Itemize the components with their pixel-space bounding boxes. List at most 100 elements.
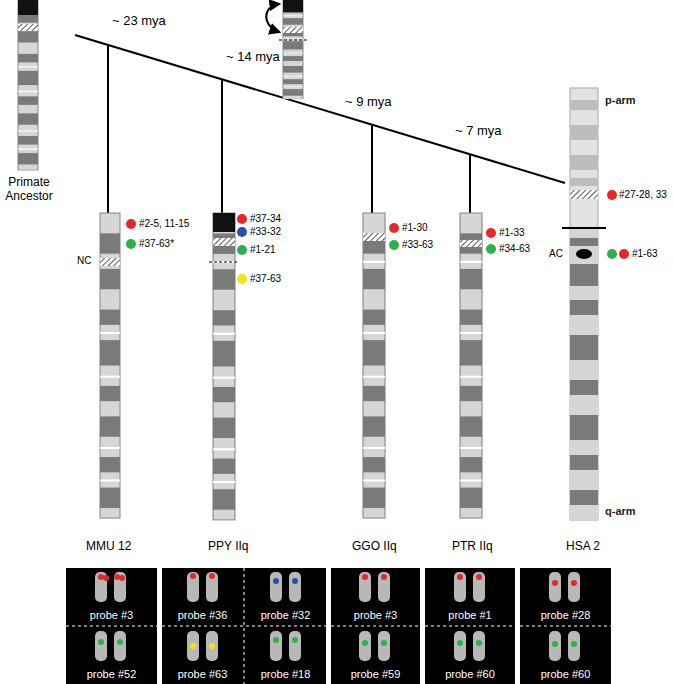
fish-panel: probe #32 <box>245 568 326 625</box>
art-circle <box>237 274 247 284</box>
art-rect <box>570 264 598 286</box>
art-use <box>460 213 482 518</box>
art-use <box>549 572 580 602</box>
art-rect <box>66 568 157 684</box>
art-line <box>244 568 245 684</box>
art-rect <box>213 238 235 246</box>
art-use <box>187 572 218 602</box>
fish-panel: probe #3 <box>66 568 157 625</box>
art-rect <box>460 240 482 247</box>
art-rect <box>570 155 598 170</box>
art-rect <box>570 455 598 470</box>
art-circle <box>119 575 125 581</box>
art-circle <box>209 573 215 579</box>
art-circle <box>457 574 463 580</box>
probe-range: #1-30 <box>402 222 428 234</box>
art-circle <box>98 639 104 645</box>
time-label: ~ 9 mya <box>345 95 392 110</box>
art-circle <box>389 223 399 233</box>
art-rect <box>18 24 38 31</box>
art-circle <box>476 640 482 646</box>
art-line <box>279 39 307 40</box>
art-rect <box>570 415 598 440</box>
art-rect <box>570 178 598 186</box>
art-rect <box>570 125 598 140</box>
ggo-chromosome <box>363 213 399 518</box>
art-use <box>283 0 303 99</box>
art-circle <box>103 575 109 581</box>
art-circle <box>237 214 247 224</box>
art-use <box>359 572 390 602</box>
art-rect <box>425 568 515 684</box>
art-use <box>100 213 120 518</box>
art-rect <box>213 213 235 232</box>
probe-label: probe #52 <box>87 668 137 681</box>
art-rect <box>570 380 598 395</box>
probe-label: probe #59 <box>351 668 401 681</box>
art-use <box>454 631 485 661</box>
fish-panel: probe #52 <box>66 627 157 684</box>
art-rect <box>331 568 420 684</box>
mmu-chromosome <box>100 213 136 518</box>
art-line <box>469 154 471 213</box>
arm-label: p-arm <box>605 94 636 107</box>
art-circle <box>476 574 482 580</box>
species-label: MMU 12 <box>86 540 131 554</box>
fish-panel: probe #63 <box>162 627 243 684</box>
art-circle <box>117 639 123 645</box>
ptr-chromosome <box>460 213 496 518</box>
art-circle <box>362 640 368 646</box>
probe-range: #33-63 <box>402 239 433 251</box>
art-circle <box>607 249 617 259</box>
probe-range: #37-34 <box>250 213 281 225</box>
art-use <box>549 631 580 661</box>
art-circle <box>190 573 196 579</box>
tree-lines <box>75 35 565 213</box>
art-use <box>213 213 235 520</box>
art-use <box>270 631 301 661</box>
art-circle <box>457 640 463 646</box>
fish-panel: probe #59 <box>331 627 420 684</box>
art-circle <box>381 574 387 580</box>
art-rect <box>162 568 326 684</box>
region-label: AC <box>549 248 563 260</box>
art-rect <box>570 190 598 199</box>
art-circle <box>389 240 399 250</box>
probe-range: #34-63 <box>499 243 530 255</box>
art-circle <box>273 578 279 584</box>
art-line <box>209 261 239 262</box>
probe-label: probe #36 <box>178 609 228 622</box>
art-rect <box>570 88 598 520</box>
art-circle <box>237 227 247 237</box>
art-use <box>95 631 126 661</box>
hsa-chromosome <box>562 88 629 520</box>
probe-label: probe #32 <box>261 609 311 622</box>
art-use <box>270 572 301 602</box>
art-rect <box>570 238 598 246</box>
art-g <box>66 568 611 684</box>
art-circle <box>292 637 298 643</box>
art-circle <box>237 245 247 255</box>
art-use <box>187 631 218 661</box>
fish-panels <box>66 568 611 684</box>
art-circle <box>571 641 577 647</box>
art-line <box>75 35 565 183</box>
art-circle <box>619 249 629 259</box>
art-use <box>359 631 390 661</box>
probe-range: #37-63* <box>139 238 174 250</box>
art-rect <box>520 568 611 684</box>
species-label: GGO IIq <box>352 540 397 554</box>
art-rect <box>570 300 598 315</box>
fish-panel: probe #60 <box>520 627 611 684</box>
art-use <box>18 0 38 170</box>
art-rect <box>570 228 598 520</box>
art-circle <box>126 239 136 249</box>
art-rect <box>283 0 303 12</box>
probe-label: probe #60 <box>445 668 495 681</box>
art-circle <box>126 219 136 229</box>
art-ellipse <box>576 249 592 259</box>
art-line <box>221 79 223 213</box>
fish-panel: probe #36 <box>162 568 243 625</box>
art-line <box>66 626 157 627</box>
